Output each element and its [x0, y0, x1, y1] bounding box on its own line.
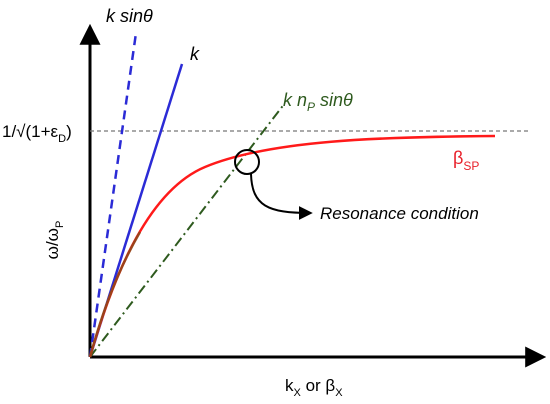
x-axis-label: kX or βX	[285, 376, 343, 399]
k-np-sin-theta-line	[89, 102, 286, 358]
k-sin-theta-line	[88, 32, 138, 358]
label-k-np-sin-theta: k nP sinθ	[283, 90, 353, 114]
y-axis-label: ω/ωP	[43, 221, 66, 260]
annotation-resonance-condition: Resonance condition	[320, 204, 479, 223]
label-k-sin-theta: k sinθ	[106, 6, 153, 26]
label-beta-sp: βSP	[453, 148, 479, 173]
resonance-arrow	[250, 173, 313, 220]
beta-sp-curve-low	[88, 231, 142, 358]
label-k: k	[190, 44, 200, 64]
asymptote-label: 1/√(1+εD)	[2, 122, 72, 145]
resonance-marker	[234, 149, 260, 175]
beta-sp-curve	[88, 134, 496, 358]
